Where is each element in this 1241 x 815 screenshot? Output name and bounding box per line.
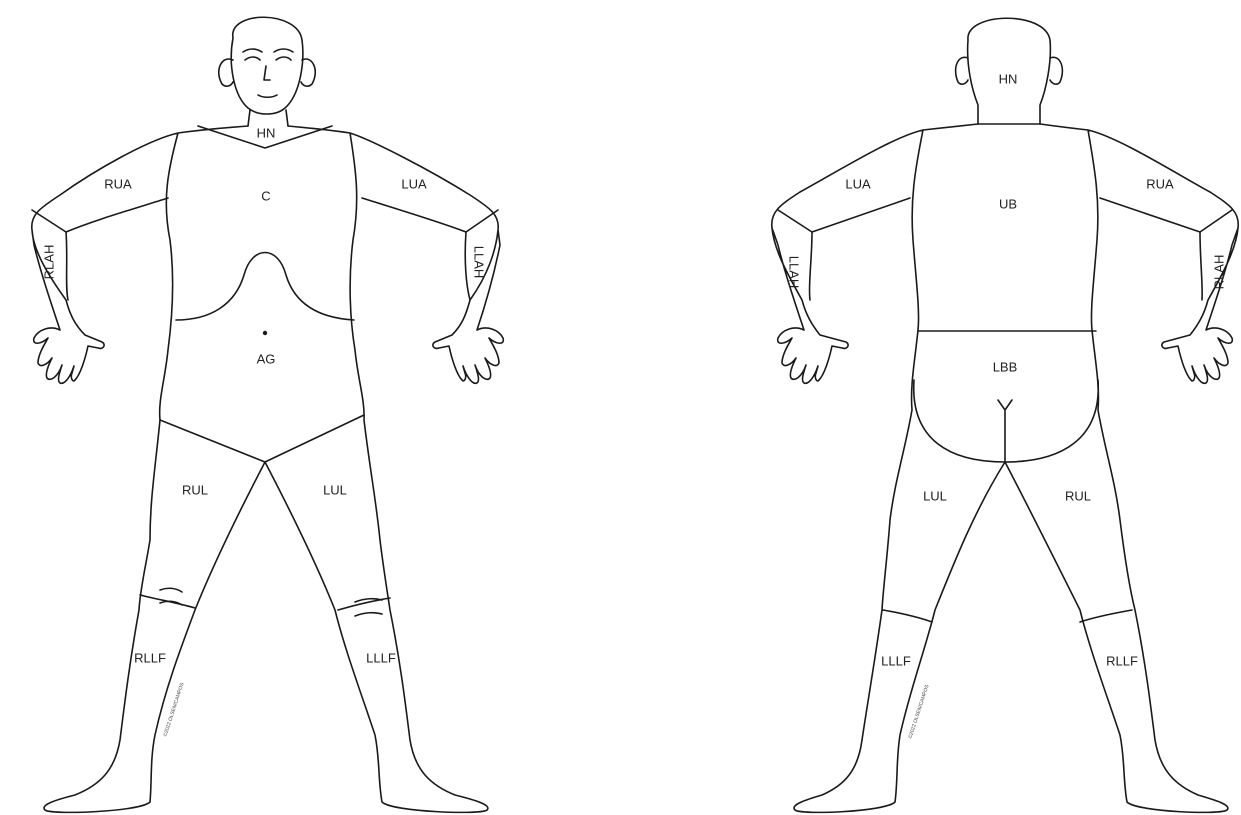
front-figure: HN C AG RUA LUA RLAH LLAH RUL LUL RLLF L… [32, 17, 504, 812]
back-left-inner-arm [809, 198, 910, 300]
back-buttocks-cleft [998, 400, 1012, 462]
back-right-upper-arm-divider [1200, 210, 1232, 232]
back-label-lllf[interactable]: LLLF [881, 653, 911, 668]
back-label-ub[interactable]: UB [999, 196, 1017, 211]
back-left-knee [883, 610, 932, 622]
front-label-rlah[interactable]: RLAH [41, 245, 56, 280]
front-label-rllf[interactable]: RLLF [134, 650, 166, 665]
front-label-c[interactable]: C [261, 188, 270, 203]
back-body-outline [772, 124, 1239, 812]
front-label-lua[interactable]: LUA [401, 176, 427, 191]
back-figure: HN UB LBB LUA RUA LLAH RLAH LUL RUL LLLF… [772, 18, 1239, 812]
front-left-knee [338, 598, 390, 616]
front-label-hn[interactable]: HN [257, 125, 276, 140]
front-navel [263, 331, 267, 335]
front-right-knee [140, 588, 195, 608]
back-label-rllf[interactable]: RLLF [1106, 653, 1138, 668]
back-left-ear [956, 57, 968, 84]
front-eye-left [276, 57, 291, 60]
front-left-inner-arm [362, 198, 470, 300]
front-label-lllf[interactable]: LLLF [366, 650, 396, 665]
back-label-lbb[interactable]: LBB [993, 359, 1018, 374]
back-right-ear [1050, 57, 1062, 84]
front-label-llah[interactable]: LLAH [472, 246, 487, 279]
back-label-rua[interactable]: RUA [1146, 176, 1174, 191]
front-eyebrow-right [243, 49, 262, 52]
front-label-rua[interactable]: RUA [104, 176, 132, 191]
back-signature: ©2022 OLSEN/CAMPOS [907, 683, 931, 739]
back-label-rul[interactable]: RUL [1065, 488, 1091, 503]
front-right-upper-arm-divider [32, 210, 66, 232]
back-right-inner-arm [1100, 198, 1202, 300]
front-eye-right [245, 57, 260, 60]
back-right-knee [1080, 610, 1132, 622]
front-label-lul[interactable]: LUL [323, 482, 347, 497]
back-left-upper-arm-divider [778, 210, 812, 232]
front-head[interactable] [231, 17, 303, 114]
back-label-lua[interactable]: LUA [845, 176, 871, 191]
front-eyebrow-left [274, 49, 293, 52]
front-chest-divider [176, 253, 354, 321]
front-right-inner-arm [66, 198, 168, 300]
front-groin-divider [160, 415, 364, 462]
front-nose [264, 66, 270, 80]
front-body-outline [32, 126, 504, 812]
back-label-llah[interactable]: LLAH [787, 256, 802, 289]
back-label-lul[interactable]: LUL [923, 488, 947, 503]
front-label-rul[interactable]: RUL [182, 482, 208, 497]
front-left-upper-arm-divider [466, 210, 498, 232]
back-label-hn[interactable]: HN [999, 71, 1018, 86]
front-mouth [258, 95, 277, 97]
front-signature: ©2022 OLSEN/CAMPOS [162, 681, 186, 737]
back-label-rlah[interactable]: RLAH [1211, 255, 1226, 290]
back-buttocks-outline [914, 380, 1099, 462]
front-label-ag[interactable]: AG [257, 351, 276, 366]
